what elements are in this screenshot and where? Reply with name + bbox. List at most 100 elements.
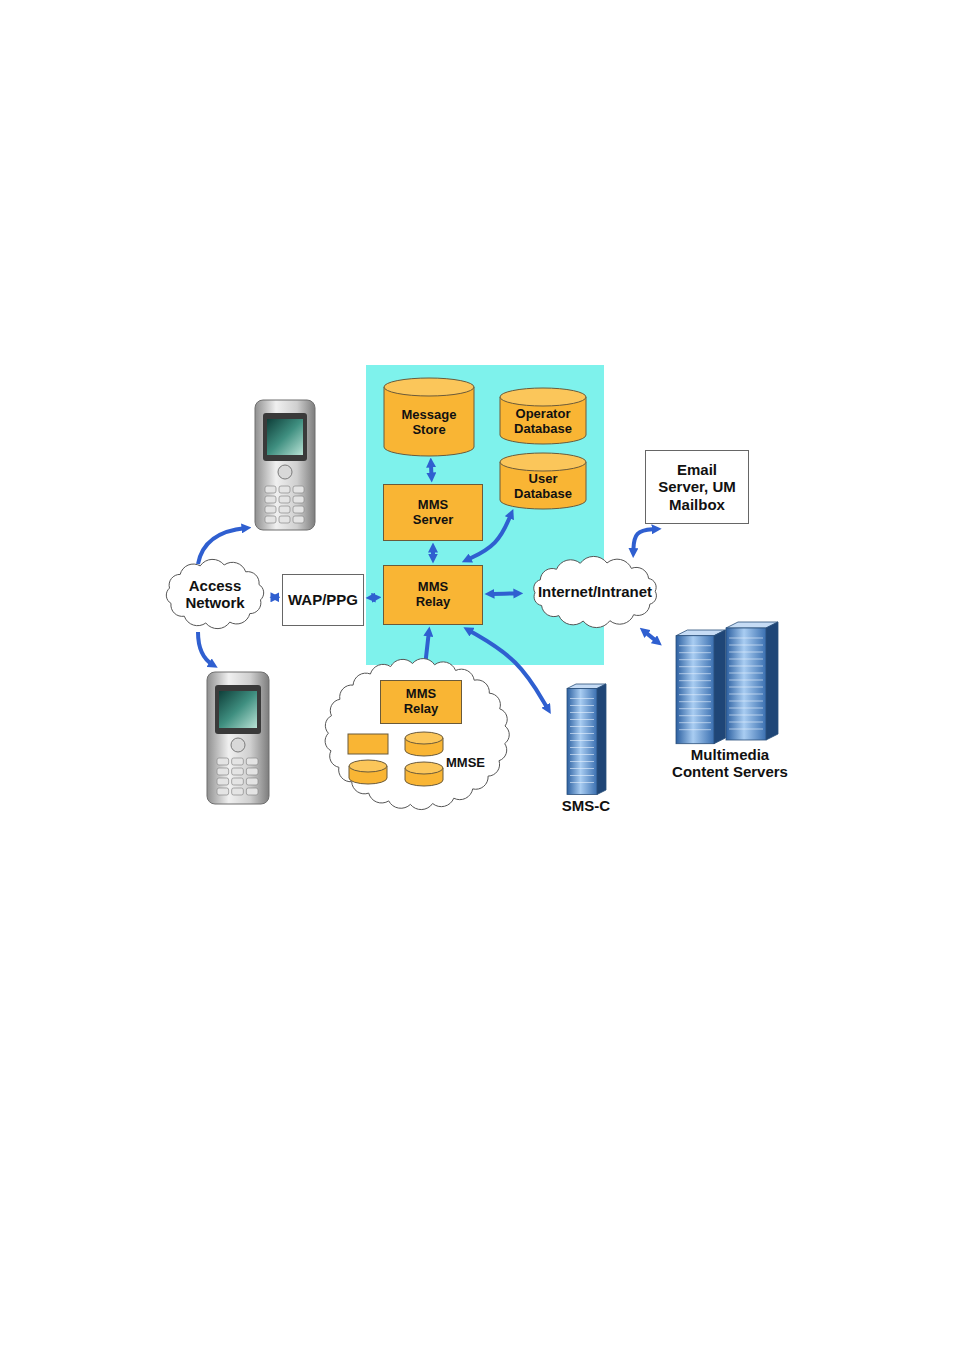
server-slot: [679, 729, 711, 730]
server-side: [714, 630, 725, 744]
server-slot: [570, 775, 594, 776]
server-slot: [679, 715, 711, 716]
server-slot: [729, 680, 763, 681]
box-outline: [384, 485, 483, 541]
server-slot: [570, 782, 594, 783]
server-slot: [679, 666, 711, 667]
server-icon: SMS-C: [553, 680, 619, 814]
server-slot: [570, 733, 594, 734]
connector-arrow: [371, 596, 376, 600]
cylinder-lid: [384, 378, 474, 396]
phone-screen: [219, 691, 257, 728]
server-slot: [570, 726, 594, 727]
server-slot: [729, 701, 763, 702]
server-side: [597, 684, 606, 795]
process-box: MMS Relay: [383, 565, 483, 625]
server-slot: [679, 652, 711, 653]
phone-key: [217, 758, 229, 765]
node-label: Message Store: [394, 408, 464, 438]
cylinder-lid: [500, 388, 586, 406]
box-outline: [282, 575, 363, 626]
database-cylinder: Message Store: [383, 378, 475, 456]
network-cloud: Access Network: [157, 556, 273, 632]
node-label: Email Server, UM Mailbox: [652, 461, 742, 513]
phone-key: [265, 496, 276, 503]
phone-key: [246, 778, 258, 785]
phone-bezel: [215, 685, 261, 734]
connector-arrow: [431, 548, 435, 558]
server-slot: [570, 705, 594, 706]
server-slot: [679, 701, 711, 702]
server-slot: [679, 680, 711, 681]
process-box: MMS Relay: [380, 680, 462, 724]
server-slot: [570, 698, 594, 699]
radio-link-arrow: [198, 632, 213, 665]
server-slot: [729, 659, 763, 660]
connector-arrow: [644, 631, 657, 642]
phone-key: [232, 758, 244, 765]
phone-key: [217, 788, 229, 795]
phone-key: [279, 496, 290, 503]
phone-key: [246, 758, 258, 765]
server-slot: [570, 768, 594, 769]
cloud-outline: [534, 556, 657, 627]
server-icon: Multimedia Content Servers: [663, 620, 797, 780]
cylinder-lid: [405, 762, 443, 774]
phone-screen: [267, 419, 303, 455]
server-slot: [679, 722, 711, 723]
phone-key: [293, 506, 304, 513]
phone-nav-key: [231, 738, 245, 752]
phone-key: [232, 768, 244, 775]
cylinder-body: [384, 387, 474, 456]
phone-key: [279, 506, 290, 513]
server-slot: [729, 638, 763, 639]
server-front: [676, 636, 714, 744]
server-slot: [679, 659, 711, 660]
cloud-outline: [166, 559, 263, 628]
connector-arrow: [429, 463, 434, 477]
box-outline: [646, 451, 749, 524]
node-label: Internet/Intranet: [538, 583, 652, 600]
phone-body: [207, 672, 269, 804]
node-label: Multimedia Content Servers: [669, 746, 791, 781]
database-cylinder: Operator Database: [499, 388, 587, 444]
node-label: WAP/PPG: [288, 591, 358, 608]
process-box: MMS Server: [383, 484, 483, 541]
server-slot: [729, 652, 763, 653]
node-label: Operator Database: [507, 407, 579, 437]
connector-arrow: [273, 595, 277, 599]
server-slot: [570, 712, 594, 713]
mobile-phone: [255, 400, 315, 530]
phone-key: [246, 788, 258, 795]
phone-key: [217, 778, 229, 785]
phone-body: [255, 400, 315, 530]
server-slot: [679, 694, 711, 695]
process-box: WAP/PPG: [282, 574, 364, 626]
server-front: [567, 689, 597, 795]
server-slot: [729, 715, 763, 716]
radio-link-arrow: [198, 528, 246, 564]
cloud-outline: [325, 659, 509, 810]
server-front: [726, 628, 766, 740]
box-outline: [384, 566, 483, 625]
phone-nav-key: [278, 465, 292, 479]
phone-key: [279, 486, 290, 493]
phone-key: [293, 516, 304, 523]
server-slot: [679, 673, 711, 674]
server-slot: [729, 666, 763, 667]
mmse-box: [348, 734, 388, 754]
node-label: MMS Relay: [405, 580, 461, 610]
connector-arrow: [633, 529, 656, 553]
network-cloud: Internet/Intranet: [520, 554, 670, 630]
external-network-cloud: MMS RelayMMSE: [314, 650, 520, 818]
phone-key: [265, 516, 276, 523]
server-slot: [570, 761, 594, 762]
phone-key: [246, 768, 258, 775]
node-label: Access Network: [175, 577, 255, 612]
connector-arrow: [490, 591, 518, 596]
server-slot: [729, 729, 763, 730]
